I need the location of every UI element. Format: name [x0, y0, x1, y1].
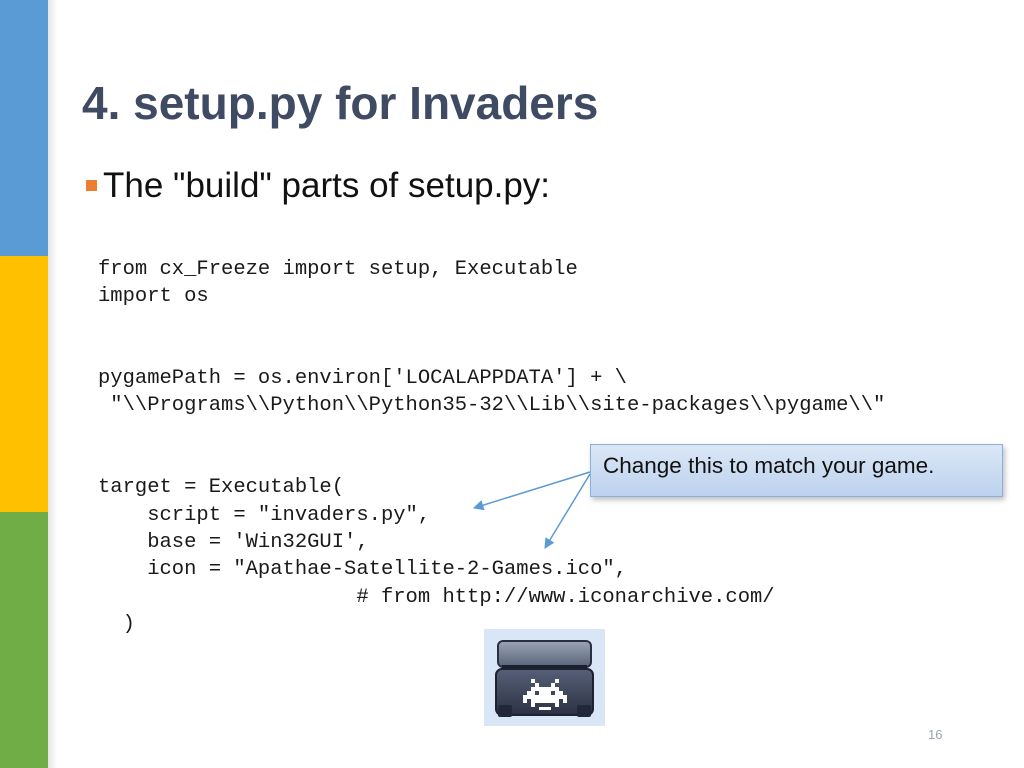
callout-box: Change this to match your game.: [590, 444, 1003, 497]
code-line: pygamePath = os.environ['LOCALAPPDATA'] …: [98, 367, 627, 391]
accent-bar-yellow: [0, 256, 48, 512]
page-number: 16: [928, 727, 943, 742]
accent-bar-green: [0, 512, 48, 768]
bullet-text: The "build" parts of setup.py:: [103, 166, 551, 205]
code-line: script = "invaders.py",: [98, 503, 431, 527]
code-line: "\\Programs\\Python\\Python35-32\\Lib\\s…: [98, 394, 886, 418]
code-line: icon = "Apathae-Satellite-2-Games.ico",: [98, 558, 627, 582]
game-icon-image: [484, 629, 605, 726]
slide-title: 4. setup.py for Invaders: [82, 77, 599, 129]
space-invader-chest-icon: [495, 640, 594, 717]
code-line: import os: [98, 285, 209, 309]
bullet-item: The "build" parts of setup.py:: [86, 166, 550, 206]
code-block: from cx_Freeze import setup, Executable …: [98, 256, 885, 638]
code-line: from cx_Freeze import setup, Executable: [98, 258, 578, 281]
code-line: ): [98, 612, 135, 636]
code-line: # from http://www.iconarchive.com/: [98, 585, 775, 609]
code-line: base = 'Win32GUI',: [98, 530, 369, 554]
code-line: target = Executable(: [98, 476, 345, 500]
accent-bar-blue: [0, 0, 48, 256]
accent-bar-shadow: [48, 0, 58, 768]
bullet-square-icon: [86, 180, 97, 191]
